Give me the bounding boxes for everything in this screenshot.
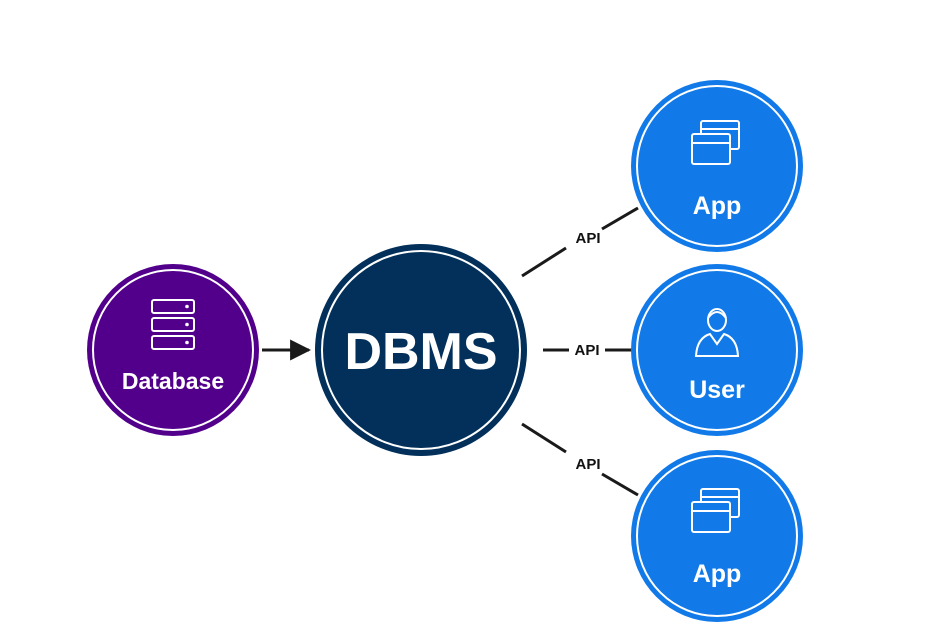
api-label-top: API (575, 230, 600, 247)
database-node: Database (87, 264, 259, 436)
api-connector-middle: API (543, 342, 632, 359)
user-label: User (689, 376, 745, 404)
app-label-top: App (693, 192, 742, 220)
user-icon (694, 308, 740, 357)
api-connector-bottom: API (521, 422, 639, 497)
api-label-middle: API (574, 342, 599, 359)
api-label-bottom: API (575, 456, 600, 473)
dbms-node: DBMS (315, 244, 527, 456)
app-windows-icon (691, 120, 740, 165)
app-label-bottom: App (693, 560, 742, 588)
app-windows-icon (691, 488, 740, 533)
server-stack-icon (151, 299, 195, 350)
database-label: Database (122, 368, 224, 394)
app-node-bottom: App (631, 450, 803, 622)
user-node: User (631, 264, 803, 436)
dbms-label: DBMS (344, 323, 497, 381)
app-node-top: App (631, 80, 803, 252)
api-connector-top: API (521, 206, 639, 278)
